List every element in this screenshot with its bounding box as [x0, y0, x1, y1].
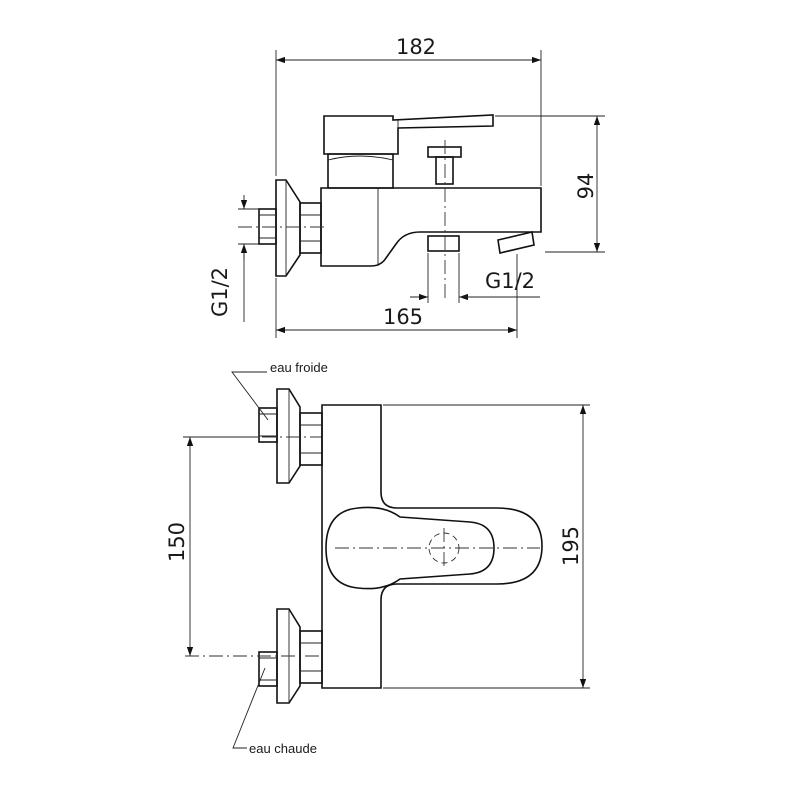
bath-outlet: [497, 231, 535, 254]
hot-water-label: eau chaude: [249, 741, 317, 756]
cold-water-label: eau froide: [270, 360, 328, 375]
cartridge-housing: [327, 153, 394, 189]
lever-handle: [323, 114, 494, 155]
lever-plan: [325, 506, 495, 590]
dim-height: 94: [574, 173, 598, 200]
hot-water-leader: [232, 667, 266, 749]
mixer-body: [320, 187, 542, 267]
dim-overall-width: 182: [396, 35, 436, 59]
body-plan: [321, 404, 543, 689]
top-view: 150 195 eau froide eau chaude: [165, 360, 590, 756]
cold-water-leader: [231, 371, 269, 421]
thread-inlet-label: G1/2: [208, 267, 232, 317]
side-view: 182 94 165 G1/2 G1/2: [208, 35, 605, 338]
wall-flange: [275, 179, 301, 277]
diverter-knob: [427, 146, 462, 158]
dim-inlet-centers: 150: [165, 522, 189, 562]
dim-inlet-spacing: 165: [383, 305, 423, 329]
cold-inlet-assembly: [238, 388, 323, 484]
hex-nut: [299, 202, 322, 254]
dim-body-length: 195: [559, 526, 583, 566]
inlet-nipple: [258, 208, 277, 245]
thread-outlet-label: G1/2: [485, 269, 535, 293]
shower-outlet: [427, 235, 460, 252]
hot-inlet-assembly: [185, 608, 323, 704]
